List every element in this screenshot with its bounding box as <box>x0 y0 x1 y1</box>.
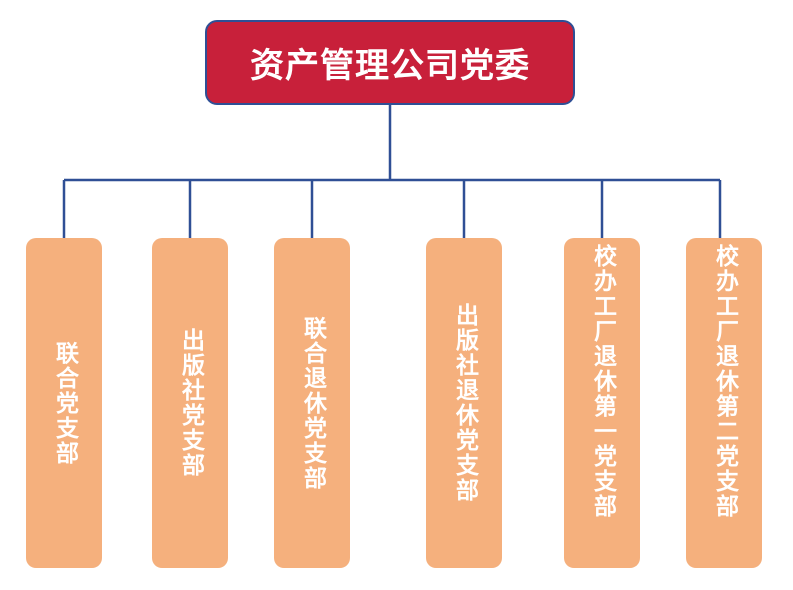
branch-node: 出版社党支部 <box>152 238 228 568</box>
branch-label: 校办工厂退休第一党支部 <box>589 244 616 519</box>
branch-node: 联合党支部 <box>26 238 102 568</box>
branch-label: 出版社党支部 <box>177 328 204 478</box>
branch-node: 校办工厂退休第一党支部 <box>564 238 640 568</box>
branch-label: 联合党支部 <box>51 340 78 466</box>
root-node: 资产管理公司党委 <box>205 20 575 105</box>
branch-node: 联合退休党支部 <box>274 238 350 568</box>
branch-node: 校办工厂退休第二党支部 <box>686 238 762 568</box>
branch-label: 联合退休党支部 <box>299 315 326 491</box>
branch-node: 出版社退休党支部 <box>426 238 502 568</box>
root-title: 资产管理公司党委 <box>250 46 530 86</box>
branch-label: 校办工厂退休第二党支部 <box>711 244 738 519</box>
branch-label: 出版社退休党支部 <box>451 303 478 503</box>
